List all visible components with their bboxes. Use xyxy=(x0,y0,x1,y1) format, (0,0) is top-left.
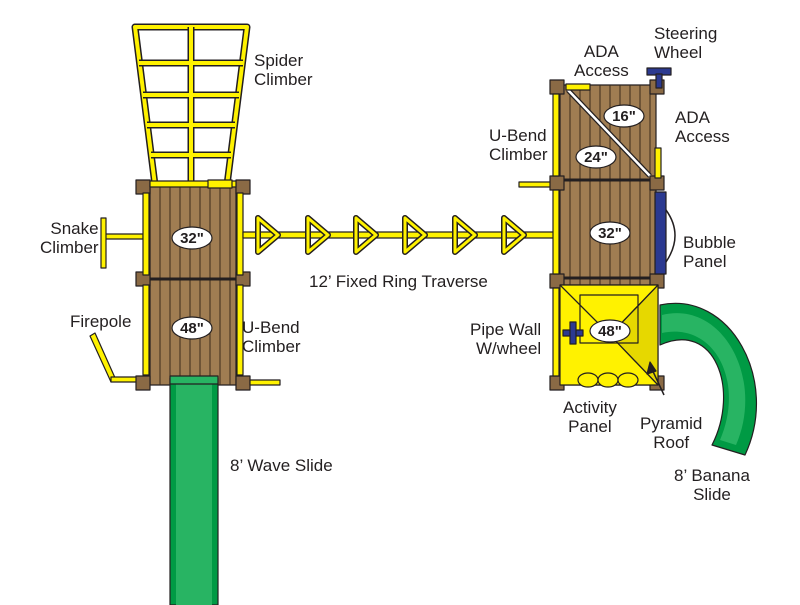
label-ubend-climber-left: U-Bend Climber xyxy=(242,318,301,356)
left-height-48: 48" xyxy=(180,320,204,337)
banana-slide xyxy=(659,302,758,456)
right-height-32: 32" xyxy=(598,225,622,242)
right-height-24: 24" xyxy=(584,149,608,166)
label-pyramid-roof: Pyramid Roof xyxy=(640,414,703,452)
right-tower xyxy=(549,67,676,391)
label-pipe-wall: Pipe Wall W/wheel xyxy=(470,320,542,358)
right-height-48: 48" xyxy=(598,323,622,340)
label-wave-slide: 8’ Wave Slide xyxy=(230,456,333,475)
right-height-16: 16" xyxy=(612,108,636,125)
label-firepole: Firepole xyxy=(70,312,132,331)
snake-climber xyxy=(100,217,144,269)
left-tower xyxy=(135,179,281,391)
label-spider-climber: Spider Climber xyxy=(254,51,313,89)
label-snake-climber: Snake Climber xyxy=(40,219,99,257)
label-ring-traverse: 12’ Fixed Ring Traverse xyxy=(309,272,488,291)
label-banana-slide: 8’ Banana Slide xyxy=(674,466,750,504)
left-height-32: 32" xyxy=(180,230,204,247)
label-ada-access-right: ADA Access xyxy=(675,108,730,146)
spider-climber xyxy=(131,23,251,189)
label-steering-wheel: Steering Wheel xyxy=(654,24,718,62)
label-ubend-climber-right: U-Bend Climber xyxy=(489,126,548,164)
wave-slide xyxy=(169,375,219,605)
label-ada-access-top: ADA Access xyxy=(574,42,629,80)
firepole xyxy=(89,332,142,383)
label-bubble-panel: Bubble Panel xyxy=(683,233,736,271)
ring-traverse xyxy=(242,181,564,255)
label-activity-panel: Activity Panel xyxy=(563,398,617,436)
